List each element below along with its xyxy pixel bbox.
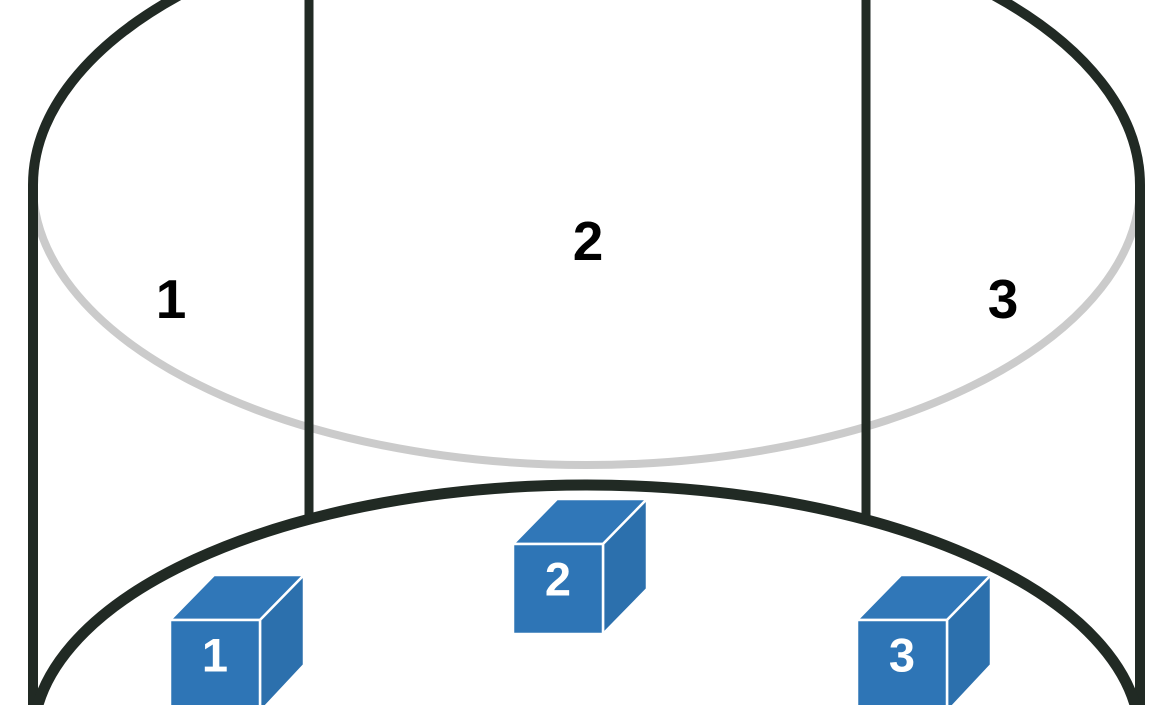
floor-back-arc (32, 479, 1141, 705)
cube-1: 1 (168, 573, 306, 705)
cube-2-label: 2 (545, 553, 571, 606)
section-label-1: 1 (156, 268, 187, 330)
cube-2: 2 (511, 497, 649, 636)
cube-3-label: 3 (889, 629, 915, 682)
cube-2-front-face (511, 542, 605, 636)
cube-3-front-face (855, 618, 949, 705)
cylinder-outline (28, 0, 1145, 705)
section-label-3: 3 (988, 268, 1019, 330)
cube-1-label: 1 (202, 629, 228, 682)
top-rim-front-arc (29, 184, 1144, 469)
section-label-2: 2 (573, 210, 604, 272)
cube-1-front-face (168, 618, 262, 705)
cube-3: 3 (855, 573, 993, 705)
